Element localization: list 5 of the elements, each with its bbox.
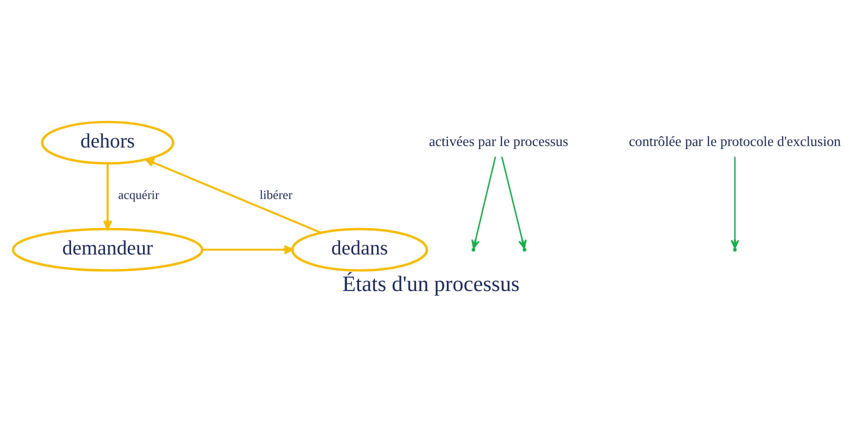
edge-label: acquérir: [118, 188, 160, 202]
node-text: contrôlée par le protocole d'exclusion: [628, 134, 841, 150]
caption: États d'un processus: [342, 270, 520, 296]
edge-label: libérer: [260, 188, 292, 202]
node-text: activées par le processus: [428, 134, 568, 150]
